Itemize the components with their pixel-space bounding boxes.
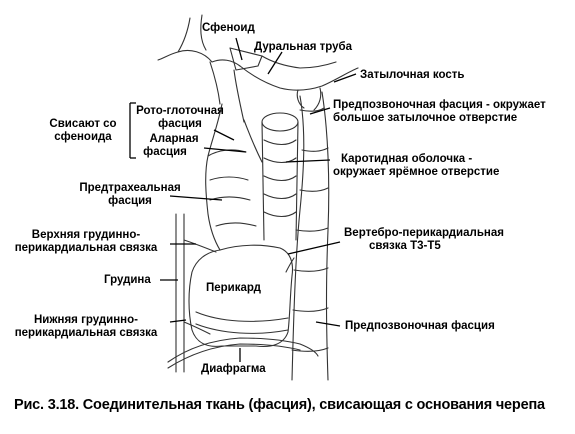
label-carotid-sheath-line-1: Каротидная оболочка -	[341, 153, 473, 165]
label-upper-sternopericardial-line-2: перикардиальная связка	[14, 242, 158, 254]
label-prevertebral-fascia-bottom: Предпозвоночная фасция	[345, 320, 495, 332]
label-dural-tube: Дуральная труба	[254, 41, 353, 53]
label-pericardium: Перикард	[206, 282, 261, 294]
label-prevertebral-fascia-top-line-2: большое затылочное отверстие	[333, 112, 518, 124]
ligament-drawings	[183, 239, 295, 335]
label-vertebro-pericardial-line-2: связка Т3-Т5	[369, 240, 441, 252]
figure-caption: Рис. 3.18. Соединительная ткань (фасция)…	[14, 397, 545, 413]
sternum-drawing	[175, 213, 185, 373]
label-occipital-bone: Затылочная кость	[360, 69, 465, 81]
label-hang-from-sphenoid-line-2: сфеноида	[54, 131, 112, 143]
label-alar-line-2: фасция	[143, 146, 187, 158]
label-carotid-sheath-line-2: окружает ярёмное отверстие	[333, 166, 500, 178]
label-vertebro-pericardial-line-1: Вертебро-перикардиальная	[344, 227, 504, 239]
label-buccopharyngeal-line-1: Рото-глоточная	[136, 105, 224, 117]
label-upper-sternopericardial-line-1: Верхняя грудинно-	[31, 229, 141, 241]
spine-drawing	[291, 91, 330, 381]
label-lower-sternopericardial-line-2: перикардиальная связка	[14, 327, 158, 339]
label-lower-sternopericardial-line-1: Нижняя грудинно-	[34, 314, 138, 326]
label-prevertebral-fascia-top-line-1: Предпозвоночная фасция - окружает	[333, 99, 546, 111]
label-buccopharyngeal-line-2: фасция	[158, 118, 202, 130]
label-alar-line-1: Аларная	[149, 133, 199, 145]
label-pretracheal-line-2: фасция	[108, 195, 152, 207]
carotid-tube-drawing	[261, 112, 299, 241]
pericardium-drawing	[188, 244, 294, 348]
leader-lines	[129, 37, 357, 362]
skull-base-drawing	[157, 14, 359, 123]
diaphragm-drawing	[167, 337, 319, 369]
label-sternum: Грудина	[104, 274, 151, 286]
label-diaphragm: Диафрагма	[201, 363, 266, 375]
label-sphenoid: Сфеноид	[202, 22, 255, 34]
label-hang-from-sphenoid-line-1: Свисают со	[49, 118, 117, 130]
label-pretracheal-line-1: Предтрахеальная	[79, 182, 181, 194]
